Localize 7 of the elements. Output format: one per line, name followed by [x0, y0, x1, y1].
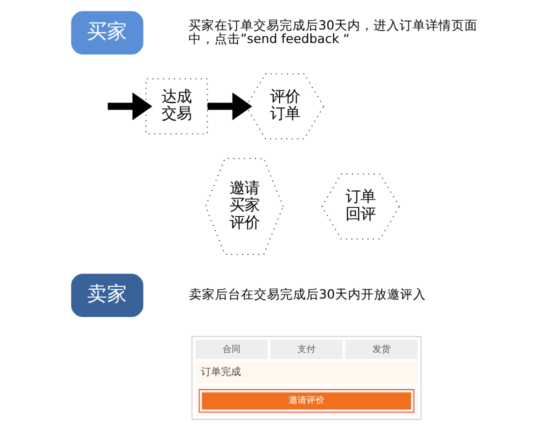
node-box: 卖家 — [71, 274, 144, 318]
node-label: 卖家后台在交易完成后30天内开放邀评入 — [188, 286, 426, 302]
arrow — [208, 92, 252, 120]
node-label: 买家在订单交易完成后30天内，进入订单详情页面中，点击”send feedback “ — [188, 17, 478, 46]
node-box: 达成交易 — [146, 78, 208, 134]
node-box: 买家 — [71, 11, 144, 54]
arrow — [108, 92, 152, 120]
